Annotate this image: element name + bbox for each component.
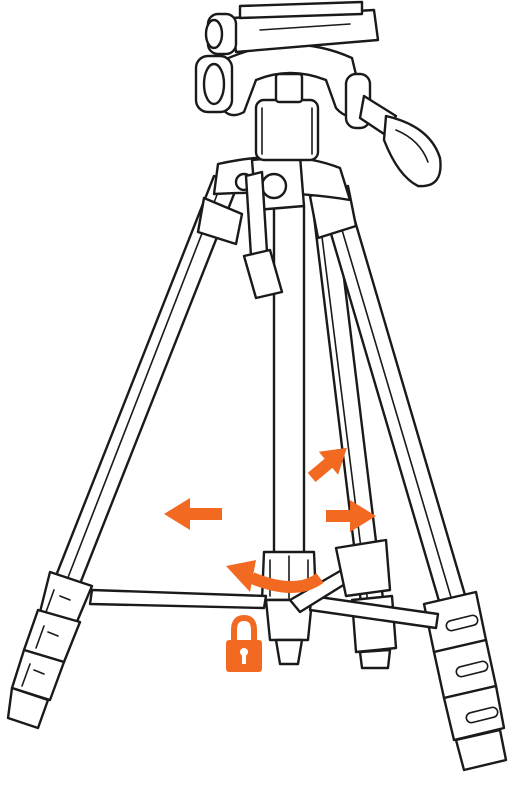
- lock-icon: [226, 614, 262, 672]
- pan-head: [194, 0, 380, 162]
- arrow-up-right-icon: [307, 447, 347, 483]
- right-leg: [308, 168, 508, 772]
- arrow-right-icon: [326, 500, 376, 532]
- arrow-left-icon: [164, 498, 222, 530]
- pan-handle: [358, 94, 442, 188]
- head-base: [212, 154, 352, 300]
- leg-braces: [88, 538, 440, 630]
- left-leg: [6, 174, 244, 730]
- rotate-arrow-icon: [226, 560, 324, 593]
